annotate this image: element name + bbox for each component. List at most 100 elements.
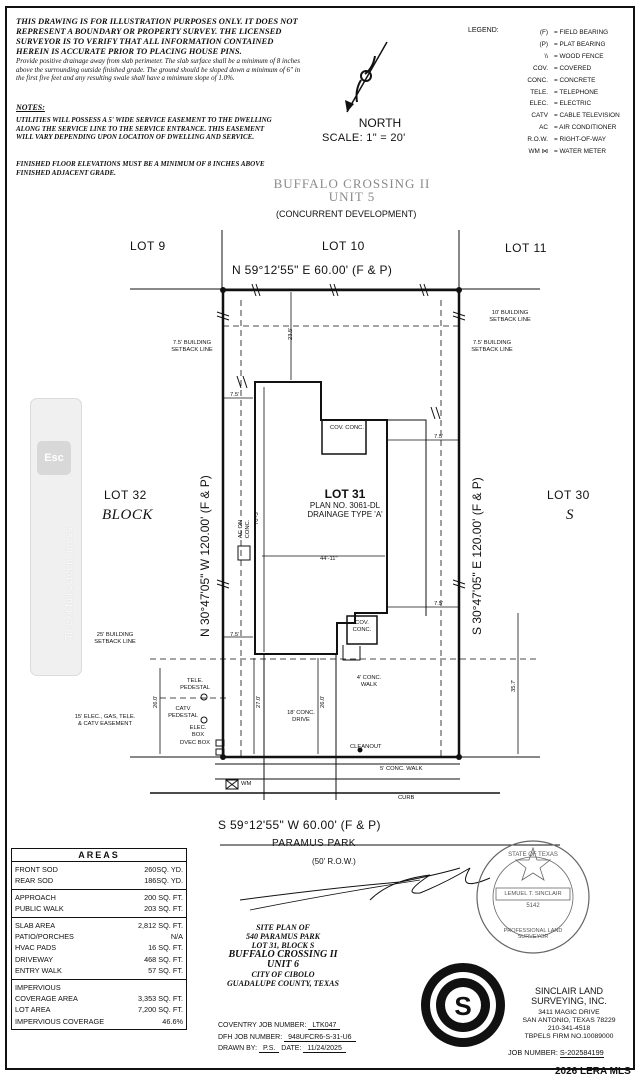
cov-conc-rear	[321, 419, 367, 455]
cleanout-label: CLEANOUT	[350, 744, 382, 750]
legend-key: (P)	[539, 40, 548, 48]
dim-26-a: 26.0'	[320, 695, 326, 708]
legend: (F)= FIELD BEARING(P)= PLAT BEARING\\ = W…	[520, 27, 620, 158]
esc-key-badge[interactable]: Esc	[37, 441, 71, 475]
block-letter: S	[566, 507, 574, 523]
areas-item-label: SLAB AREA	[15, 920, 56, 930]
curb-label: CURB	[398, 795, 415, 801]
areas-item-label: DRIVEWAY	[15, 954, 54, 964]
areas-item-label: APPROACH	[15, 892, 56, 902]
areas-item-value: 203 SQ. FT.	[144, 904, 183, 914]
areas-item-label: IMPERVIOUS	[15, 982, 61, 992]
setback-75-right-label: 7.5' BUILDING SETBACK LINE	[471, 340, 513, 353]
drawing-frame	[5, 6, 635, 1070]
dfh-number: 948UFCR6-S-31-U6	[284, 1033, 356, 1042]
dim-35-7: 35.7'	[511, 679, 517, 692]
block-label: BLOCK	[102, 507, 153, 523]
legend-key: WM ⋈	[528, 148, 548, 156]
title-line-2: 540 PARAMUS PARK	[246, 932, 320, 941]
scale-label: SCALE: 1" = 20'	[322, 132, 406, 144]
plan-number: PLAN NO. 3061-DL	[309, 501, 381, 510]
areas-item-value: 16 SQ. FT.	[148, 943, 183, 953]
legend-value: = COVERED	[554, 64, 592, 72]
disclaimer-note: THIS DRAWING IS FOR ILLUSTRATION PURPOSE…	[16, 16, 306, 83]
lot-10-label: LOT 10	[322, 239, 365, 253]
lot-31-title: LOT 31	[324, 487, 366, 501]
legend-key: CATV	[531, 112, 548, 120]
date-label: DATE:	[281, 1045, 302, 1052]
drainage-note: Provide positive drainage away from slab…	[16, 57, 301, 82]
areas-item-label: HVAC PADS	[15, 943, 57, 953]
coventry-number: LTK047	[308, 1022, 341, 1030]
coventry-label: COVENTRY JOB NUMBER:	[218, 1022, 307, 1029]
areas-item-value: 200 SQ. FT.	[144, 892, 183, 902]
svg-text:S: S	[454, 991, 471, 1021]
legend-value: = AIR CONDITIONER	[554, 124, 617, 132]
dim-23-5: 23.5'	[288, 327, 294, 340]
areas-row: HVAC PADS 16 SQ. FT.	[12, 942, 186, 953]
north-label: NORTH	[358, 116, 402, 130]
title-line-4: BUFFALO CROSSING II	[228, 949, 338, 960]
areas-row: APPROACH 200 SQ. FT.	[12, 892, 186, 903]
drawn-by-label: DRAWN BY:	[218, 1045, 258, 1052]
job-number: JOB NUMBER: S-202584199	[508, 1048, 604, 1058]
utilities-note: UTILITIES WILL POSSESS A 5' WIDE SERVICE…	[16, 116, 272, 141]
bearing-east: S 30°47'05" E 120.00' (F & P)	[470, 477, 484, 635]
subdivision-name: BUFFALO CROSSING II	[273, 176, 431, 191]
title-line-7: GUADALUPE COUNTY, TEXAS	[227, 979, 339, 988]
dim-7-5-c: 7.5'	[434, 601, 444, 607]
legend-value: = TELEPHONE	[554, 88, 599, 96]
conc-walk-5-label: 5' CONC. WALK	[380, 766, 423, 772]
lot-9-label: LOT 9	[130, 239, 166, 253]
dim-7-5-b: 7.5'	[434, 434, 444, 440]
legend-key: AC	[539, 124, 548, 132]
disclaimer-text: THIS DRAWING IS FOR ILLUSTRATION PURPOSE…	[16, 16, 298, 56]
job-number-value: S-202584199	[559, 1048, 604, 1058]
company-logo-icon: S	[421, 963, 505, 1047]
areas-item-value: 3,353 SQ. FT.	[137, 994, 183, 1004]
title-line-3: LOT 31, BLOCK S	[251, 941, 315, 950]
areas-item-value: 57 SQ. FT.	[148, 966, 183, 976]
areas-row: ENTRY WALK 57 SQ. FT.	[12, 965, 186, 976]
legend-item: COV.= COVERED	[520, 63, 620, 75]
tele-pedestal-label: TELE. PEDESTAL	[180, 678, 210, 691]
areas-item-value: 468 SQ. FT.	[144, 954, 183, 964]
legend-title: LEGEND:	[468, 27, 499, 34]
lot-11-label: LOT 11	[505, 241, 547, 255]
fullscreen-exit-message: To exit full screen, press	[63, 527, 75, 640]
company-info: SINCLAIR LAND SURVEYING, INC. 3411 MAGIC…	[505, 986, 633, 1041]
legend-key: (F)	[539, 29, 548, 36]
areas-item-label: ENTRY WALK	[15, 966, 62, 976]
concurrent-development: (CONCURRENT DEVELOPMENT)	[276, 209, 417, 219]
ac-pad	[237, 545, 251, 561]
legend-item: (F)= FIELD BEARING	[520, 27, 620, 39]
legend-value: = WATER METER	[554, 148, 607, 156]
areas-item-label: COVERAGE AREA	[15, 994, 78, 1004]
company-firm: TBPELS FIRM NO.10089000	[524, 1033, 614, 1040]
lot-31-info: LOT 31 PLAN NO. 3061-DL DRAINAGE TYPE 'A…	[290, 487, 400, 519]
dim-depth: 70'-3"	[254, 510, 260, 525]
areas-item-label: REAR SOD	[15, 876, 54, 886]
legend-item: ELEC.= ELECTRIC	[520, 98, 620, 110]
cov-conc-front	[346, 615, 378, 645]
seal-name: LEMUEL T. SINCLAIR	[504, 891, 562, 897]
legend-value: = RIGHT-OF-WAY	[554, 136, 607, 144]
subdivision-unit: UNIT 5	[328, 189, 376, 204]
areas-item-value: 186SQ. YD.	[144, 876, 183, 886]
street-name: PARAMUS PARK	[272, 838, 356, 849]
legend-key: \\	[544, 52, 548, 60]
date-value: 11/24/2025	[303, 1045, 346, 1053]
house-footprint	[254, 381, 388, 655]
legend-item: CONC.= CONCRETE	[520, 75, 620, 87]
catv-pedestal-label: CATV PEDESTAL	[168, 706, 198, 719]
notes-title: NOTES:	[16, 103, 45, 112]
seal-profession: PROFESSIONAL LAND SURVEYOR	[503, 928, 563, 940]
legend-item: (P)= PLAT BEARING	[520, 39, 620, 51]
elec-box-label: ELEC. BOX	[189, 725, 207, 738]
